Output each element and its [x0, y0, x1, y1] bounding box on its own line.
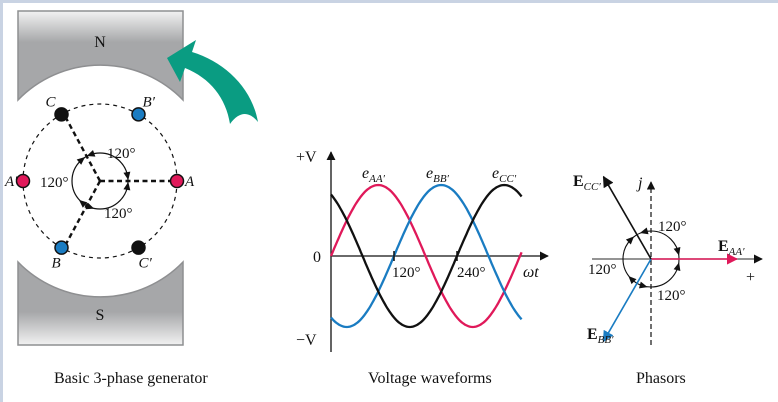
- phasor-vector-BB′: [602, 258, 652, 343]
- frame-left-border: [0, 0, 3, 402]
- angle-arrowhead: [76, 156, 86, 165]
- frame-top-border: [0, 0, 778, 3]
- x-tick-label-240: 240°: [457, 265, 486, 281]
- angle-arrowhead: [673, 246, 681, 256]
- waveform-eAA′: [329, 183, 523, 329]
- phasor-angle-arrowheads: [625, 227, 681, 289]
- curve-label-eaa: eAA′: [362, 165, 386, 185]
- curve-label-ebb: eBB′: [426, 165, 450, 185]
- angle-arrowhead: [639, 227, 649, 235]
- rotor-angle-circle: [71, 152, 129, 210]
- angle-arrowhead: [123, 171, 131, 181]
- angle-arrowhead: [625, 236, 635, 245]
- winding-node-6: [131, 240, 146, 255]
- waveform-chart: +V 0 −V ωt 120° 240° eAA′ eBB′ eCC′: [296, 149, 549, 352]
- generator-angle-label-top: 120°: [107, 146, 136, 162]
- waveform-eBB′: [330, 183, 523, 329]
- real-axis-plus-label: +: [746, 269, 755, 286]
- angle-arrowhead: [86, 150, 96, 157]
- generator-angle-label-bottom: 120°: [104, 206, 133, 222]
- winding-node-label: C: [46, 94, 57, 110]
- phasor-angle-label-left: 120°: [588, 262, 617, 278]
- phasor-label-eaa: EAA′: [718, 238, 745, 258]
- winding-node-2: [131, 107, 146, 122]
- imag-axis-label: j: [636, 175, 643, 192]
- north-pole-label: N: [94, 34, 106, 51]
- winding-node-1: [169, 173, 185, 189]
- angle-arrowhead: [628, 275, 637, 285]
- phasor-vector-CC′: [602, 175, 652, 260]
- phasor-label-ecc: ECC′: [573, 173, 601, 193]
- y-axis-pos-label: +V: [296, 149, 317, 166]
- phasor-angle-label-bottom: 120°: [657, 288, 686, 304]
- north-pole: [17, 10, 184, 102]
- x-tick-label-120: 120°: [392, 265, 421, 281]
- angle-arrowhead: [85, 202, 95, 210]
- curve-label-ecc: eCC′: [492, 165, 517, 185]
- angle-arrowhead: [123, 181, 131, 191]
- angle-arrowhead: [78, 199, 88, 208]
- winding-node-label: A′: [4, 174, 18, 190]
- waveforms-caption: Voltage waveforms: [368, 370, 492, 387]
- phasors-caption: Phasors: [636, 370, 686, 387]
- y-axis-neg-label: −V: [296, 332, 317, 349]
- rotor-angle-arrowheads: [76, 150, 131, 210]
- generator-diagram: N S A B′ C A′ B C′ 120° 120° 120°: [4, 10, 258, 346]
- winding-node-3: [54, 107, 69, 122]
- generator-caption: Basic 3-phase generator: [54, 370, 208, 387]
- rotor-spokes: [64, 117, 170, 245]
- angle-arrowhead: [673, 262, 681, 272]
- waveform-eCC′: [330, 183, 523, 329]
- x-axis-label: ωt: [523, 264, 539, 281]
- generator-angle-label-left: 120°: [40, 175, 69, 191]
- winding-node-label: C′: [139, 256, 153, 272]
- phasor-label-ebb: EBB′: [587, 326, 614, 346]
- angle-arrowhead: [638, 281, 648, 289]
- winding-node-label: A: [184, 174, 195, 190]
- phasor-diagram: j + 120° 120° 120° EAA′ EBB′ ECC′: [573, 173, 763, 346]
- rotation-arrow-icon: [167, 40, 258, 124]
- winding-node-label: B′: [143, 94, 156, 110]
- winding-node-4: [15, 173, 31, 189]
- phasor-angle-label-top: 120°: [658, 219, 687, 235]
- winding-node-5: [54, 240, 69, 255]
- y-axis-zero-label: 0: [313, 249, 321, 266]
- south-pole: [17, 260, 184, 346]
- south-pole-label: S: [96, 307, 105, 324]
- winding-node-label: B: [52, 256, 61, 272]
